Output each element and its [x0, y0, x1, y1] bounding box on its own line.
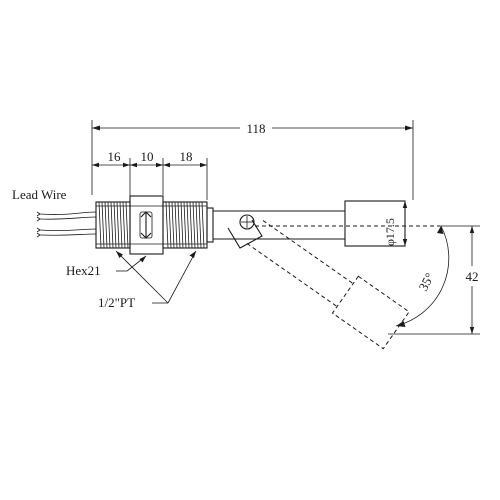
thread-line	[171, 201, 175, 249]
thread-line	[186, 201, 190, 249]
thread-line	[192, 201, 196, 249]
dim-b-label: 10	[141, 149, 154, 164]
thread-line	[125, 201, 129, 249]
dimension-float-diameter: φ17.5	[383, 201, 408, 246]
thread-line	[107, 201, 111, 249]
thread-line	[198, 201, 202, 249]
dim-c-label: 18	[180, 149, 193, 164]
thread-line	[110, 201, 114, 249]
lead-wires	[36, 211, 97, 238]
right-thread	[162, 201, 214, 249]
overall-length-label: 118	[246, 121, 265, 136]
dimension-thread-segments: 16 10 18	[92, 149, 208, 200]
hex-label: Hex21	[66, 263, 101, 278]
thread-line	[183, 201, 187, 249]
thread-label: 1/2"PT	[98, 295, 135, 310]
thread-line	[98, 201, 102, 249]
hex-nut	[129, 195, 164, 255]
thread-line	[122, 201, 126, 249]
hex-callout: Hex21	[66, 255, 147, 278]
thread-line	[104, 201, 108, 249]
swing-angle-label: 35°	[415, 270, 437, 293]
float-swung	[246, 220, 410, 350]
thread-line	[174, 201, 178, 249]
swing-height-label: 42	[466, 269, 479, 284]
dimension-swing-height: 42	[388, 225, 480, 335]
thread-line	[101, 201, 105, 249]
thread-line	[177, 201, 181, 249]
thread-line	[201, 201, 205, 249]
dimension-overall-length: 118	[91, 120, 414, 200]
thread-line	[168, 201, 172, 249]
thread-line	[189, 201, 193, 249]
thread-line	[180, 201, 184, 249]
thread-line	[119, 201, 123, 249]
thread-callout: 1/2"PT	[98, 250, 197, 310]
dim-a-label: 16	[108, 149, 122, 164]
double-arrow-icon	[140, 211, 152, 239]
float-diameter-label: φ17.5	[383, 218, 397, 246]
pivot-icon	[239, 214, 255, 230]
stem-arm	[213, 210, 345, 249]
lead-wire-label: Lead Wire	[12, 187, 67, 202]
thread-line	[165, 201, 169, 249]
thread-line	[113, 201, 117, 249]
thread-line	[195, 201, 199, 249]
left-thread	[95, 201, 131, 249]
thread-line	[116, 201, 120, 249]
